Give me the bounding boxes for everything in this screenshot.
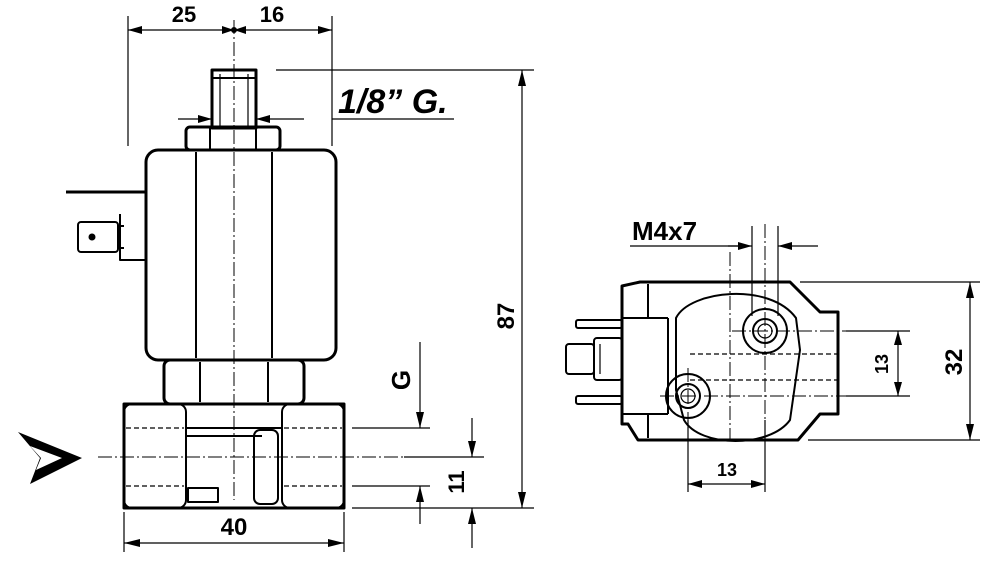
valve-body: [122, 402, 346, 510]
front-dimensions: 25 16 1/8” G. 87 G 11: [123, 2, 534, 552]
dim-total-height: 87: [493, 303, 520, 330]
dim-right-width: 16: [260, 2, 284, 27]
base-outline: [620, 280, 840, 442]
bottom-view: [565, 224, 904, 492]
mounting-pad: [675, 292, 801, 442]
dim-hole-spacing-vertical: 13: [872, 354, 892, 374]
terminal-pins: [565, 319, 623, 405]
spade-connector: [77, 214, 146, 261]
front-view: [18, 20, 404, 510]
dim-body-width: 40: [221, 514, 248, 541]
port-label: G: [386, 370, 416, 390]
bottom-dimensions: M4x7 13 32 13: [630, 216, 980, 492]
dim-base-height: 32: [941, 349, 968, 376]
thread-spec-label: 1/8” G.: [338, 83, 448, 121]
coil-housing: [144, 148, 338, 362]
dim-port-height: 11: [444, 470, 469, 493]
top-nut: [184, 125, 282, 152]
dim-left-width: 25: [172, 2, 196, 27]
dim-hole-spacing-horizontal: 13: [717, 460, 737, 480]
mount-screw-label: M4x7: [632, 216, 697, 246]
